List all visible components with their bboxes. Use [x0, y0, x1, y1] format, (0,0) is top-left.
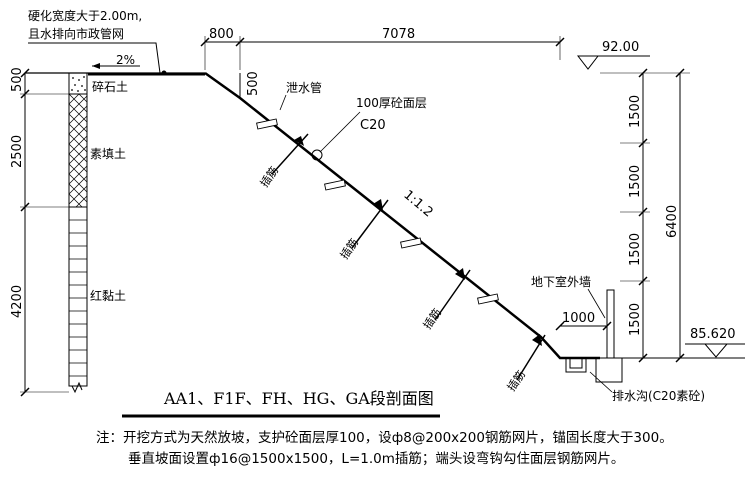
right-dim-extensions — [600, 72, 690, 282]
dim-layer-500: 500 — [10, 67, 25, 92]
basement-wall-leader — [587, 288, 606, 319]
hardened-width-label: 硬化宽度大于2.00m, — [28, 8, 142, 23]
crest-dot — [161, 70, 167, 76]
drain-pipe-label: 泄水管 — [286, 80, 322, 95]
bottom-elevation: 85.620 — [690, 327, 736, 342]
nail-label-4: 插筋 — [504, 368, 528, 394]
nail-2: 插筋 — [337, 199, 389, 262]
gravel-pattern — [71, 76, 86, 92]
nail-3: 插筋 — [420, 268, 471, 332]
drain-ditch — [565, 357, 623, 383]
slope-line — [204, 71, 600, 360]
drain-pipes — [256, 118, 499, 305]
dim-seg-1500-a: 1500 — [628, 95, 643, 128]
drain-ditch-leader — [589, 371, 613, 393]
surface-layer-label: 100厚砼面层 — [356, 96, 427, 110]
top-elevation: 92.00 — [602, 40, 639, 55]
surface-marker — [311, 149, 323, 161]
note-line-2: 垂直坡面设置ф16@1500x1500，L=1.0m插筋；端头设弯钩勾住面层钢筋… — [128, 451, 625, 467]
surface-grade-label: C20 — [360, 118, 386, 133]
dim-total-6400: 6400 — [665, 205, 680, 238]
column-break — [71, 381, 83, 394]
dim-seg-1500-b: 1500 — [628, 165, 643, 198]
dim-layer-2500: 2500 — [10, 135, 25, 168]
top-dim-extensions — [204, 36, 561, 70]
soil-column — [68, 72, 88, 387]
annotation-leader — [28, 42, 161, 74]
drain-ditch-label: 排水沟(C20素砼) — [612, 389, 705, 403]
note-line-1: 注：开挖方式为天然放坡，支护砼面层厚100，设ф8@200x200钢筋网片，锚固… — [96, 430, 673, 446]
dim-top-800: 800 — [209, 27, 234, 42]
toe-dim-ticks — [555, 321, 612, 331]
slope-ratio-label: 1:1.2 — [400, 188, 435, 221]
surface-leader — [319, 111, 361, 153]
slope-percent-label: 2% — [116, 53, 135, 67]
drain-to-network-label: 且水排向市政管网 — [28, 26, 124, 41]
red-clay-label: 红黏土 — [90, 288, 126, 303]
slope-percent-arrowhead — [92, 63, 100, 69]
clay-hatch — [69, 219, 87, 377]
dim-toe-1000: 1000 — [562, 311, 595, 326]
dim-crest-500: 500 — [246, 71, 261, 96]
dim-seg-1500-d: 1500 — [628, 303, 643, 336]
nail-label-3: 插筋 — [420, 306, 444, 332]
plain-fill-label: 素填土 — [90, 147, 126, 161]
drawing-title: AA1、F1F、FH、HG、GA段剖面图 — [163, 389, 434, 408]
basement-wall-label: 地下室外墙 — [531, 274, 591, 289]
fill-hatch — [68, 93, 88, 208]
top-elev-triangle — [576, 55, 600, 70]
gravel-label: 碎石土 — [92, 79, 128, 94]
left-dim-extensions — [20, 93, 69, 393]
bottom-elev-triangle — [703, 343, 729, 358]
nail-1: 插筋 — [257, 133, 309, 190]
right-dim-ticks — [638, 68, 685, 363]
dim-seg-1500-c: 1500 — [628, 233, 643, 266]
nail-4: 插筋 — [504, 334, 546, 394]
dim-layer-4200: 4200 — [10, 285, 25, 318]
dim-top-7078: 7078 — [382, 27, 415, 42]
drain-pipe-leader — [279, 94, 287, 111]
